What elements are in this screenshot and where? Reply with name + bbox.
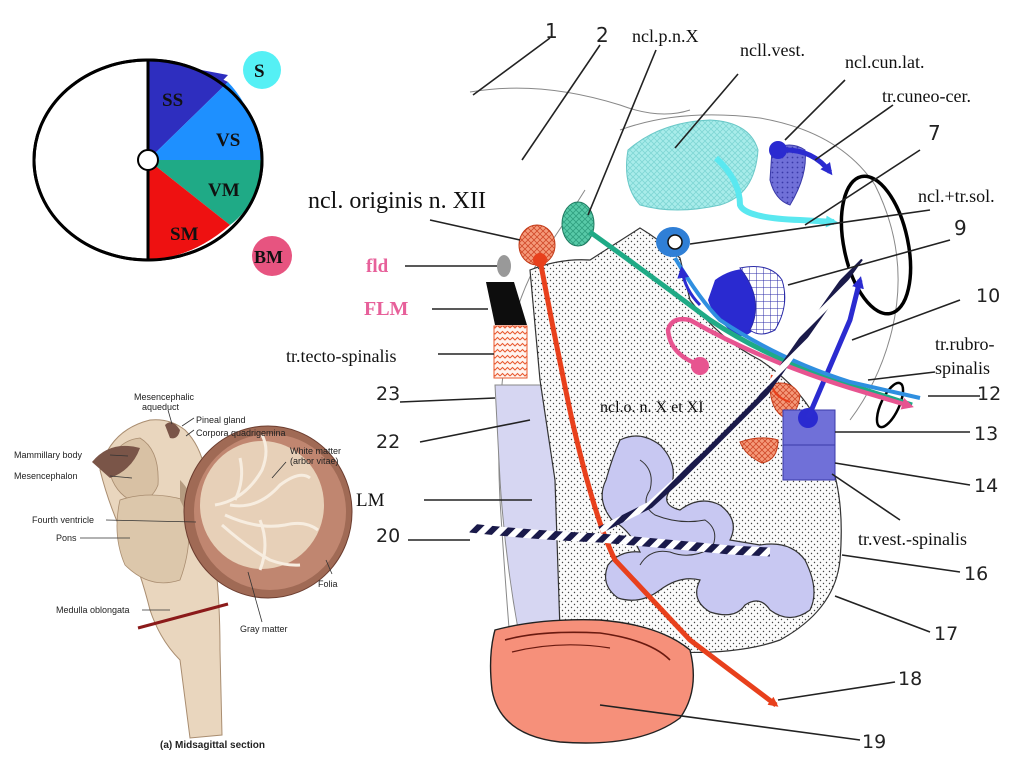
cerebellum-gray bbox=[200, 441, 324, 569]
badge-s-label: S bbox=[254, 61, 265, 82]
label-lm: LM bbox=[356, 490, 385, 511]
pink-tract bbox=[665, 316, 914, 410]
ncl-cun-lat-dot bbox=[769, 141, 787, 159]
ncl-tr-solitarius-hole bbox=[667, 234, 683, 250]
num-20: 20 bbox=[376, 525, 400, 547]
num-12: 12 bbox=[977, 383, 1001, 405]
label-flm: FLM bbox=[364, 298, 409, 320]
brain-label-arbor: (arbor vitae) bbox=[290, 456, 339, 466]
green-tract bbox=[588, 229, 913, 408]
label-tr-tecto: tr.tecto-spinalis bbox=[286, 346, 396, 366]
labels: ncl.p.n.X ncll.vest. ncl.cun.lat. tr.cun… bbox=[286, 19, 1001, 753]
num-9: 9 bbox=[954, 216, 967, 240]
num-16: 16 bbox=[964, 563, 988, 585]
label-tr-rubro-1: tr.rubro- bbox=[935, 334, 994, 354]
num-23: 23 bbox=[376, 383, 400, 405]
arbor-vitae bbox=[214, 434, 319, 571]
tr-tectospinalis-block bbox=[493, 325, 528, 379]
num-1: 1 bbox=[545, 19, 558, 43]
brain-label-fourth: Fourth ventricle bbox=[32, 515, 94, 525]
num-14: 14 bbox=[974, 475, 998, 497]
aqueduct-dark bbox=[165, 422, 180, 439]
striped-tract-horizontal bbox=[469, 523, 771, 557]
red-tract bbox=[537, 259, 779, 707]
brain-label-pons: Pons bbox=[56, 533, 77, 543]
brainstem-illustration: Mesencephalic aqueduct Pineal gland Corp… bbox=[14, 392, 353, 751]
olivary-nucleus bbox=[601, 435, 815, 619]
badge-bm bbox=[252, 236, 292, 276]
section-top-curve bbox=[469, 87, 691, 115]
fld-bundle bbox=[497, 255, 511, 277]
brain-label-folia: Folia bbox=[318, 579, 338, 589]
num-10: 10 bbox=[976, 285, 1000, 307]
small-loop-12 bbox=[875, 381, 905, 429]
pyramis bbox=[489, 619, 695, 744]
section-outline bbox=[619, 114, 899, 421]
num-2: 2 bbox=[596, 23, 609, 47]
brain-label-gray: Gray matter bbox=[240, 624, 288, 634]
blue-tract-cuneo bbox=[779, 147, 833, 176]
pyramis-inner bbox=[504, 631, 671, 661]
section-cut-line bbox=[137, 602, 229, 630]
brain-label-aqueduct: aqueduct bbox=[142, 402, 180, 412]
brain-label-white-matter: White matter bbox=[290, 446, 341, 456]
wheel-sector-sm bbox=[148, 160, 230, 260]
label-ncl-cun-lat: ncl.cun.lat. bbox=[845, 52, 924, 72]
badge-s bbox=[243, 51, 281, 89]
label-ncl-pnx: ncl.p.n.X bbox=[632, 26, 699, 46]
ncl-vestibularis bbox=[626, 119, 759, 211]
num-22: 22 bbox=[376, 431, 400, 453]
label-tr-vest: tr.vest.-spinalis bbox=[858, 529, 967, 549]
brain-label-mesencephalon: Mesencephalon bbox=[14, 471, 78, 481]
blue-tract-rising bbox=[805, 276, 864, 419]
pink-dot bbox=[691, 357, 709, 375]
num-7: 7 bbox=[928, 121, 941, 145]
num-13: 13 bbox=[974, 423, 998, 445]
badge-bm-label: BM bbox=[254, 247, 283, 267]
wheel-label-vm: VM bbox=[208, 180, 240, 201]
brain-label-mesencephalic: Mesencephalic bbox=[134, 392, 195, 402]
ncl-small-orange-2 bbox=[739, 437, 779, 464]
wheel-center-dot bbox=[137, 149, 159, 171]
num-17: 17 bbox=[934, 623, 958, 645]
wheel-label-vs: VS bbox=[216, 130, 240, 151]
mammillary-dark bbox=[92, 445, 140, 478]
medulla-section bbox=[469, 87, 921, 744]
blue-small-arrow bbox=[677, 266, 702, 307]
striped-tract-diagonal bbox=[598, 255, 863, 534]
wheel-label-sm: SM bbox=[170, 224, 199, 245]
brain-label-corpora: Corpora quadrigemina bbox=[196, 428, 286, 438]
pons-shade bbox=[116, 494, 190, 584]
label-ncl-originis: ncl. originis n. XII bbox=[308, 188, 486, 214]
brain-caption: (a) Midsagittal section bbox=[160, 740, 265, 751]
ncl-p-n-x bbox=[561, 201, 595, 247]
cuneo-cerebellar-loop bbox=[839, 174, 913, 316]
olivary-nucleus-inner bbox=[639, 459, 716, 566]
wheel-sector-ss-fill bbox=[148, 60, 228, 160]
label-fld: fld bbox=[366, 256, 389, 277]
label-ncl-tr-sol: ncl.+tr.sol. bbox=[918, 186, 995, 206]
brain-label-pineal: Pineal gland bbox=[196, 415, 246, 425]
label-ncl-o: ncl.o. n. X et XI bbox=[600, 399, 704, 416]
red-dot bbox=[533, 253, 547, 267]
brain-label-medulla: Medulla oblongata bbox=[56, 605, 130, 615]
wheel-sector-vs bbox=[148, 82, 262, 160]
pyramis-inner2 bbox=[511, 644, 611, 653]
ncl-cuneatus-lat bbox=[769, 144, 806, 206]
ncl-spinalis-grid bbox=[739, 266, 786, 335]
label-ncll-vest: ncll.vest. bbox=[740, 40, 805, 60]
num-19: 19 bbox=[862, 731, 886, 753]
blue-tract-long bbox=[673, 256, 921, 400]
brain-label-mammillary: Mammillary body bbox=[14, 450, 83, 460]
leader-lines bbox=[399, 37, 980, 741]
label-tr-rubro-2: spinalis bbox=[935, 358, 990, 378]
flm-bundle bbox=[486, 282, 527, 325]
cyan-tract bbox=[713, 155, 838, 228]
label-tr-cuneo-cer: tr.cuneo-cer. bbox=[882, 86, 971, 106]
wheel-label-ss: SS bbox=[162, 90, 183, 111]
wheel-sector-vm bbox=[148, 160, 262, 225]
modality-wheel: SS VS VM SM S BM bbox=[32, 51, 292, 276]
num-18: 18 bbox=[898, 668, 922, 690]
